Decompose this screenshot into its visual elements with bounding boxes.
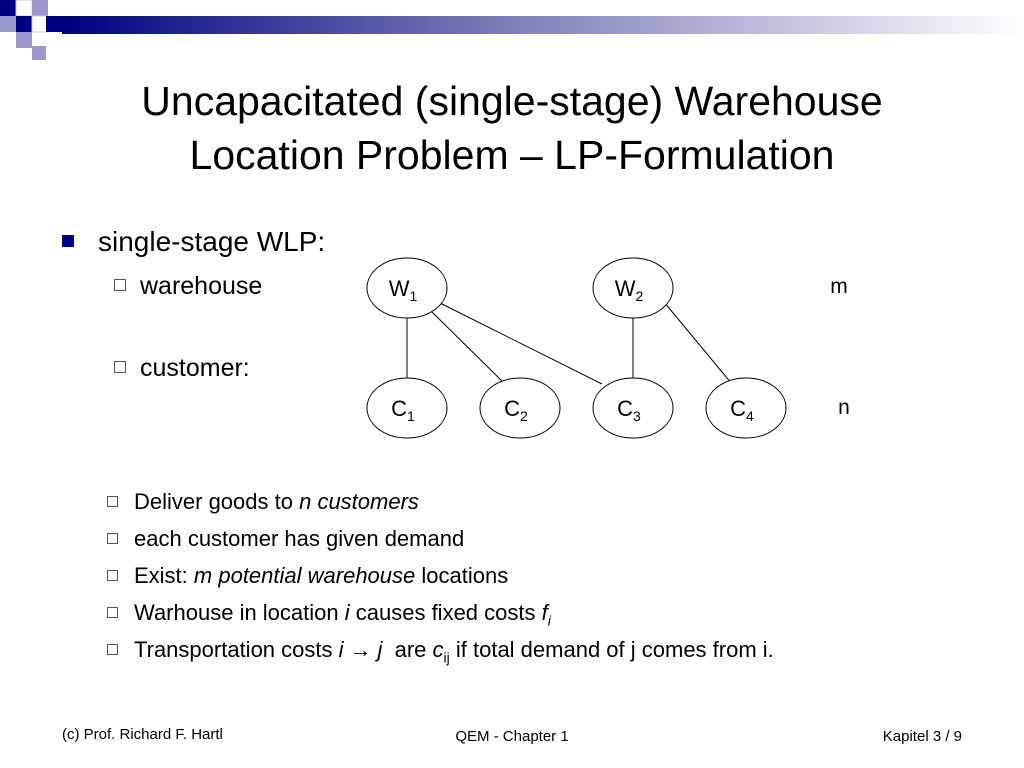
decorative-header-bar: [0, 0, 1024, 60]
hollow-square-bullet-icon: [114, 361, 126, 374]
sub-item-customer: customer:: [114, 352, 250, 384]
sub-item-customer-text: customer:: [140, 354, 250, 382]
list-item: Transportation costs i→j are cij if tota…: [107, 634, 774, 671]
edge-w1-c3: [439, 302, 603, 385]
sub-item-warehouse: warehouse: [114, 270, 262, 302]
hollow-square-bullet-icon: [107, 569, 118, 581]
footer-center: QEM - Chapter 1: [455, 728, 569, 745]
title-line-2: Location Problem – LP-Formulation: [189, 132, 835, 178]
node-w1-label: W1: [389, 276, 418, 304]
edge-w2-c4: [663, 301, 733, 385]
node-c2-label: C2: [504, 396, 528, 424]
hollow-square-bullet-icon: [107, 532, 118, 544]
detail-list: Deliver goods to n customers each custom…: [107, 486, 774, 671]
hollow-square-bullet-icon: [107, 495, 118, 507]
hollow-square-bullet-icon: [107, 606, 118, 618]
node-c3-label: C3: [617, 396, 641, 424]
edge-w1-c2: [429, 309, 506, 385]
main-bullet-text: single-stage WLP:: [98, 226, 326, 257]
arrow-icon: →: [349, 637, 372, 662]
hollow-square-bullet-icon: [107, 643, 118, 655]
list-item: Deliver goods to n customers: [107, 486, 774, 523]
node-w2: [592, 257, 674, 319]
slide-title: Uncapacitated (single-stage) Warehouse L…: [0, 74, 1024, 182]
list-item: Warhouse in location i causes fixed cost…: [107, 597, 774, 634]
list-item: Exist: m potential warehouse locations: [107, 560, 774, 597]
node-w1: [366, 257, 448, 319]
hollow-square-bullet-icon: [114, 279, 126, 292]
node-c4-label: C4: [730, 396, 754, 424]
footer-right: Kapitel 3 / 9: [882, 728, 962, 745]
title-line-1: Uncapacitated (single-stage) Warehouse: [141, 78, 883, 124]
n-label: n: [838, 396, 850, 419]
node-c1: [366, 377, 448, 439]
node-c2: [479, 377, 561, 439]
node-w2-label: W2: [615, 276, 644, 304]
sub-item-warehouse-text: warehouse: [140, 272, 263, 300]
m-label: m: [830, 275, 848, 298]
node-c1-label: C1: [391, 396, 415, 424]
node-c4: [705, 377, 787, 439]
list-item: each customer has given demand: [107, 523, 774, 560]
square-bullet-icon: [62, 234, 74, 247]
node-c3: [592, 377, 674, 439]
main-bullet: single-stage WLP:: [62, 222, 325, 262]
footer-left: (c) Prof. Richard F. Hartl: [62, 726, 223, 743]
